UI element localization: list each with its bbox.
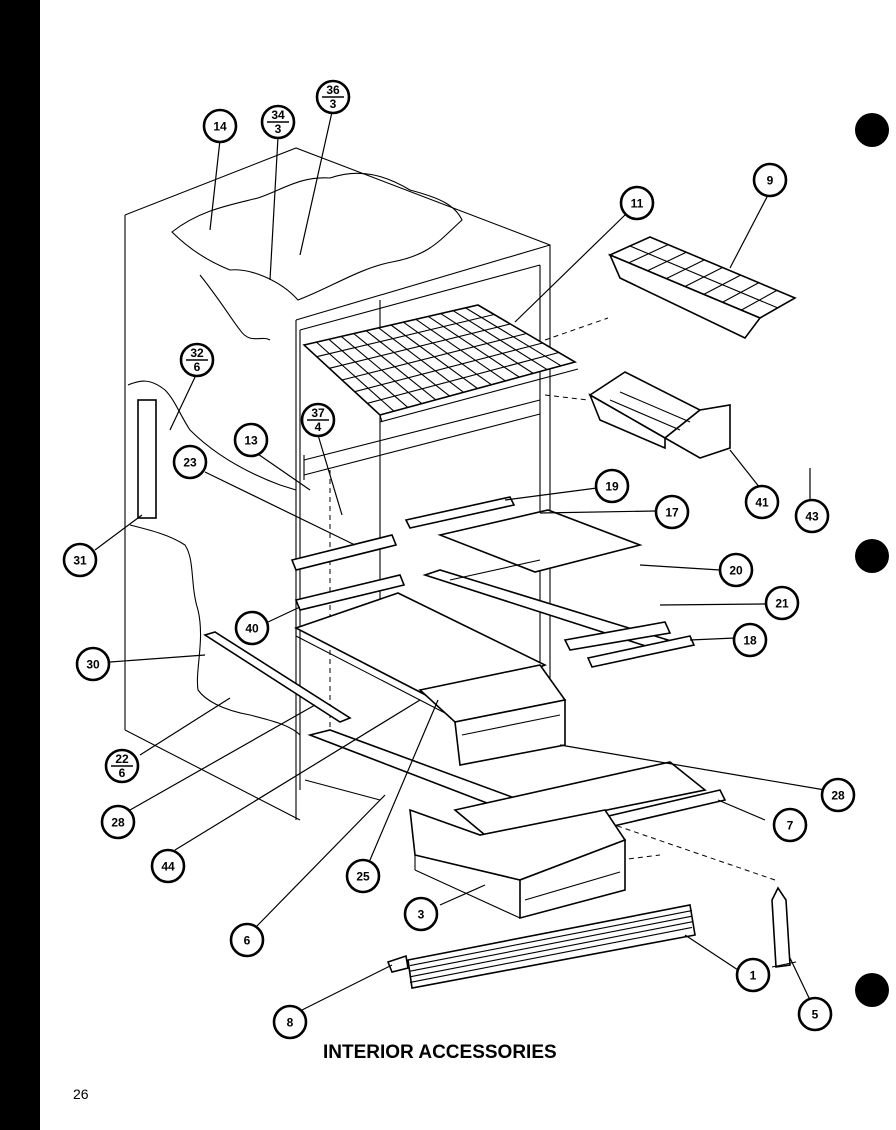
paper-page	[40, 0, 896, 1130]
callout-37-4: 374	[300, 402, 336, 438]
dash-line-4	[599, 819, 776, 881]
callout-number: 7	[787, 819, 794, 833]
lower-frame	[453, 761, 727, 836]
callout-quantity: 4	[315, 420, 322, 434]
crisper-pan-upper	[418, 664, 567, 766]
callout-8: 8	[272, 1004, 308, 1040]
callout-number: 8	[287, 1016, 294, 1030]
callout-number: 21	[775, 597, 789, 611]
callout-6: 6	[229, 922, 265, 958]
callout-number: 11	[631, 197, 644, 211]
wire-shelf	[302, 304, 579, 423]
leader-lines	[94, 111, 826, 1013]
callout-9: 9	[752, 162, 788, 198]
punch-hole-bottom	[855, 973, 889, 1007]
callout-number: 18	[743, 634, 757, 648]
callout-20: 20	[718, 552, 754, 588]
callout-28b: 28	[100, 804, 136, 840]
callout-number: 32	[190, 346, 204, 360]
callout-17: 17	[654, 494, 690, 530]
callout-44: 44	[150, 848, 186, 884]
grille-slats	[409, 910, 693, 983]
callout-36-3: 363	[315, 79, 351, 115]
callout-number: 37	[311, 406, 325, 420]
punch-hole-middle	[855, 539, 889, 573]
wire-shelf-grid	[316, 307, 562, 412]
ice-tray-cells	[628, 244, 779, 311]
callout-number: 40	[245, 622, 259, 636]
callout-quantity: 3	[275, 122, 282, 136]
callout-number: 20	[729, 564, 743, 578]
callout-11: 11	[619, 185, 655, 221]
dash-line-2	[544, 394, 589, 401]
diagram-title: INTERIOR ACCESSORIES	[323, 1042, 557, 1063]
callout-43: 43	[794, 498, 830, 534]
callout-1: 1	[735, 957, 771, 993]
callout-40: 40	[234, 610, 270, 646]
callout-3: 3	[403, 896, 439, 932]
callout-number: 41	[755, 496, 769, 510]
callout-number: 1	[750, 969, 757, 983]
callout-41: 41	[744, 484, 780, 520]
callout-21: 21	[764, 585, 800, 621]
callout-quantity: 6	[119, 766, 126, 780]
callout-34-3: 343	[260, 104, 296, 140]
callout-7: 7	[772, 807, 808, 843]
meat-pan	[409, 808, 627, 920]
callout-32-6: 326	[179, 342, 215, 378]
callout-number: 13	[244, 434, 258, 448]
callout-number: 44	[161, 860, 175, 874]
ice-maker	[588, 371, 731, 459]
callout-number: 31	[73, 554, 87, 568]
callout-22-6: 226	[104, 748, 140, 784]
callout-number: 36	[326, 83, 340, 97]
callout-number: 9	[767, 174, 774, 188]
callout-number: 3	[418, 908, 425, 922]
callout-30: 30	[75, 646, 111, 682]
callout-number: 34	[271, 108, 285, 122]
callout-23: 23	[172, 444, 208, 480]
callout-number: 28	[831, 789, 845, 803]
callout-18: 18	[732, 622, 768, 658]
callout-number: 25	[356, 870, 370, 884]
callout-28a: 28	[820, 777, 856, 813]
callout-number: 23	[183, 456, 197, 470]
callouts: 1434336391132637413234143191731202140183…	[62, 79, 856, 1040]
callout-31: 31	[62, 542, 98, 578]
page-number: 26	[73, 1086, 89, 1102]
crisper-rails	[290, 496, 696, 668]
ice-tray	[607, 236, 797, 340]
callout-number: 19	[605, 480, 619, 494]
callout-14: 14	[202, 108, 238, 144]
callout-number: 5	[812, 1008, 819, 1022]
callout-number: 43	[805, 510, 819, 524]
callout-19: 19	[594, 468, 630, 504]
dash-line-5	[619, 854, 661, 861]
callout-number: 22	[115, 752, 129, 766]
callout-quantity: 3	[330, 97, 337, 111]
callout-number: 6	[244, 934, 251, 948]
dash-line-1	[544, 317, 609, 341]
leveling-leg	[771, 886, 797, 968]
callout-number: 14	[213, 120, 227, 134]
callout-number: 30	[86, 658, 100, 672]
callout-quantity: 6	[194, 360, 201, 374]
callout-25: 25	[345, 858, 381, 894]
callout-number: 17	[665, 506, 679, 520]
callout-13: 13	[233, 422, 269, 458]
callout-number: 28	[111, 816, 125, 830]
punch-hole-top	[855, 113, 889, 147]
callout-5: 5	[797, 996, 833, 1032]
base-grille	[386, 904, 696, 989]
